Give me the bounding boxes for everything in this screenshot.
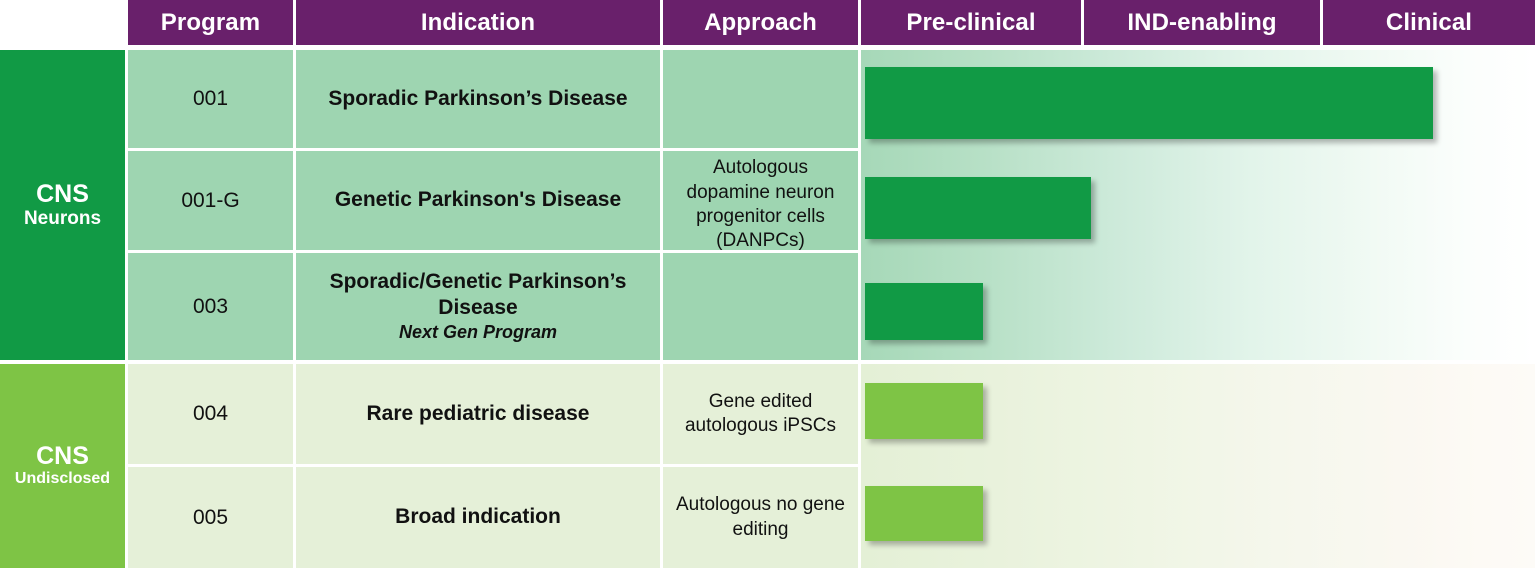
progress-bar-003 — [865, 283, 983, 340]
progress-bar-005 — [865, 486, 983, 541]
indication-text: Sporadic/Genetic Parkinson’s Disease — [329, 269, 627, 319]
program-cell-001-g: 001-G — [128, 151, 293, 250]
program-cell-001: 001 — [128, 50, 293, 148]
indication-text: Rare pediatric disease — [366, 401, 590, 425]
indication-cell-001: Sporadic Parkinson’s Disease — [296, 50, 660, 148]
column-divider-0 — [125, 45, 128, 568]
header-divider-5 — [1320, 0, 1323, 45]
header-divider-2 — [660, 0, 663, 45]
program-cell-003: 003 — [128, 253, 293, 360]
category-subtitle: Undisclosed — [14, 470, 111, 488]
indication-text: Broad indication — [395, 505, 561, 529]
indication-text: Genetic Parkinson's Disease — [334, 188, 622, 212]
approach-cell-1: Gene edited autologous iPSCs — [663, 364, 858, 464]
program-cell-004: 004 — [128, 364, 293, 464]
program-cell-005: 005 — [128, 467, 293, 568]
category-subtitle: Neurons — [23, 207, 102, 229]
column-divider-1 — [293, 45, 296, 568]
row-divider-1 — [128, 250, 858, 253]
header-cell-pre-clinical: Pre-clinical — [861, 0, 1081, 45]
progress-bar-001-g — [865, 177, 1091, 239]
approach-cell-0: Autologous dopamine neuron progenitor ce… — [663, 50, 858, 360]
column-divider-2 — [660, 45, 663, 568]
indication-cell-005: Broad indication — [296, 467, 660, 568]
progress-bar-001 — [865, 67, 1433, 139]
header-divider-0 — [125, 0, 128, 45]
header-cell-indication: Indication — [296, 0, 660, 45]
indication-cell-004: Rare pediatric disease — [296, 364, 660, 464]
approach-cell-2: Autologous no gene editing — [663, 467, 858, 568]
header-cell-ind-enabling: IND-enabling — [1084, 0, 1320, 45]
category-title: CNS — [36, 179, 89, 208]
category-title: CNS — [36, 442, 89, 471]
progress-bar-004 — [865, 383, 983, 439]
header-cell-approach: Approach — [663, 0, 858, 45]
row-divider-0 — [128, 148, 858, 151]
row-divider-3 — [128, 464, 858, 467]
column-divider-3 — [858, 45, 861, 568]
header-divider-1 — [293, 0, 296, 45]
header-divider-3 — [858, 0, 861, 45]
header-cell-program: Program — [128, 0, 293, 45]
section-divider — [0, 360, 1535, 364]
header-cell-clinical: Clinical — [1323, 0, 1535, 45]
header-divider-4 — [1081, 0, 1084, 45]
indication-cell-001-g: Genetic Parkinson's Disease — [296, 151, 660, 250]
indication-note: Next Gen Program — [398, 321, 558, 342]
indication-text: Sporadic Parkinson’s Disease — [328, 86, 628, 110]
header-body-gap — [125, 45, 1535, 50]
